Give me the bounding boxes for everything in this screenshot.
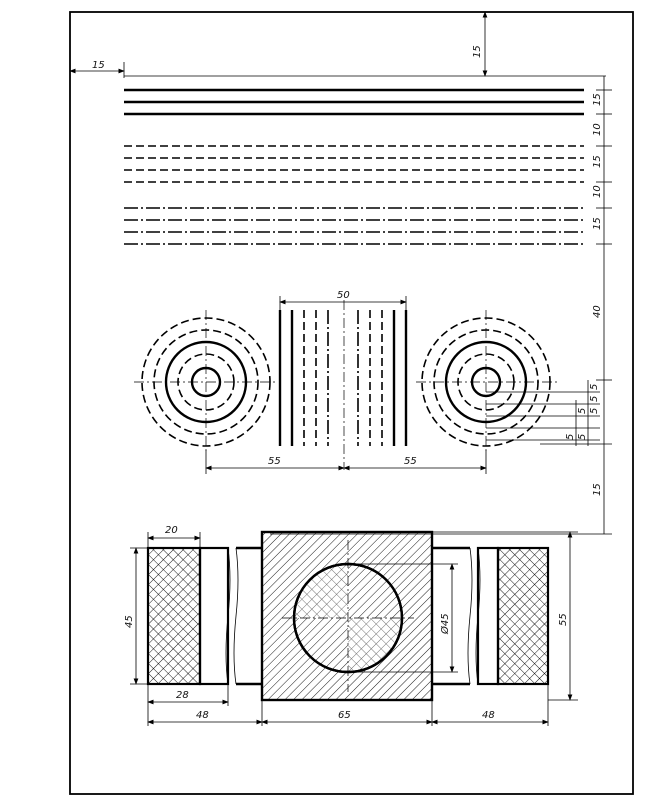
dim-gap-circles: 40 — [592, 305, 603, 318]
vertical-line-block — [278, 296, 408, 470]
dim-left-part-width: 20 — [165, 525, 178, 536]
dim-gap-1: 10 — [592, 123, 603, 136]
dim-ring-3: 5 — [589, 408, 600, 414]
dim-left-stub: 48 — [196, 710, 209, 721]
center-block — [260, 530, 434, 702]
dim-left-part-height: 45 — [124, 615, 135, 628]
left-circle-set — [134, 310, 278, 452]
thick-lines — [124, 88, 584, 116]
dim-circle-diameter: Ø45 — [439, 613, 451, 635]
dim-left-part-inner: 28 — [176, 690, 189, 701]
dim-right-offset: 55 — [404, 456, 417, 467]
dim-ring-4: 5 — [577, 408, 588, 414]
dashed-lines — [124, 145, 584, 183]
dim-left-offset: 55 — [268, 456, 281, 467]
part-dims — [130, 531, 578, 726]
dashdot-lines — [124, 207, 584, 245]
dim-ring-6: 5 — [565, 434, 576, 440]
offset-dims — [205, 450, 487, 474]
dim-ring-1: 5 — [589, 384, 600, 390]
sheet-frame — [69, 11, 634, 795]
right-circle-set — [416, 310, 600, 452]
dim-top-margin: 15 — [472, 45, 483, 58]
dim-right-stub: 48 — [482, 710, 495, 721]
left-part — [146, 546, 262, 686]
dim-dashed-group: 15 — [592, 155, 603, 168]
dim-thick-group: 15 — [592, 93, 603, 106]
dim-ring-5: 5 — [577, 434, 588, 440]
dim-center-block: 65 — [338, 710, 351, 721]
dim-hatch-width: 50 — [337, 290, 350, 301]
dim-gap-2: 10 — [592, 185, 603, 198]
right-dim-chain — [270, 76, 612, 535]
dim-gap-parts: 15 — [592, 483, 603, 496]
dim-dashdot-group: 15 — [592, 217, 603, 230]
dim-left-margin: 15 — [92, 60, 105, 71]
dim-total-height: 55 — [558, 613, 569, 626]
dim-ring-2: 5 — [589, 396, 600, 402]
right-part — [432, 546, 550, 686]
